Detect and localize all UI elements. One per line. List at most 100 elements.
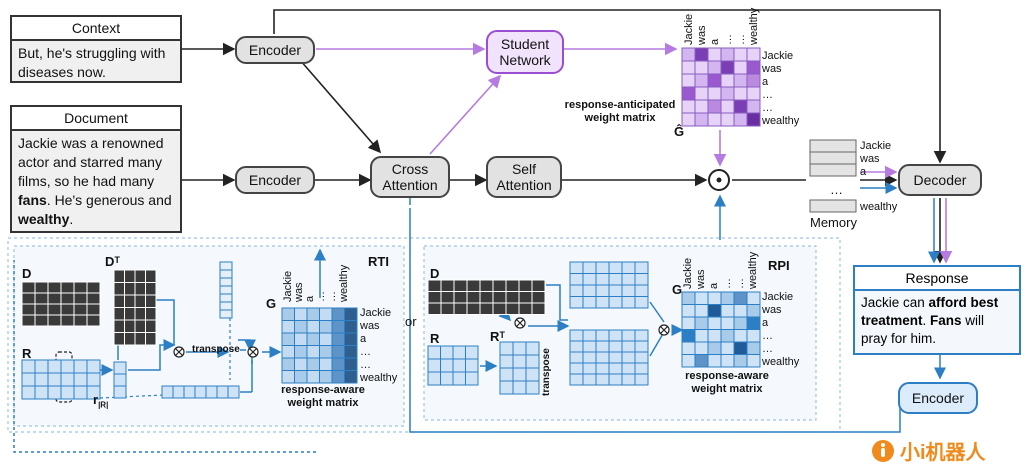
logo-text: 小i机器人 bbox=[900, 442, 986, 464]
rpi-D-matrix-cell bbox=[453, 302, 468, 315]
rti-R-matrix-cell bbox=[86, 372, 101, 387]
rpi-D-matrix-cell bbox=[505, 291, 520, 304]
rti-row-vector-cell bbox=[205, 385, 218, 399]
rti-G-matrix-cell bbox=[331, 332, 345, 346]
memory-word-last: wealthy bbox=[860, 201, 898, 213]
rti-ones-vector-cell bbox=[219, 309, 233, 319]
rpi-RT-matrix-cell bbox=[499, 354, 514, 369]
rti-G-matrix-cell bbox=[331, 307, 345, 321]
rpi-bottom-matrix-cell bbox=[608, 351, 623, 364]
rti-G-matrix-cell bbox=[306, 332, 320, 346]
rpi-bottom-matrix-cell bbox=[569, 362, 584, 375]
rti-DT-matrix-cell bbox=[134, 307, 146, 321]
anticipated-matrix-cell bbox=[707, 99, 722, 114]
rpi-bottom-matrix-cell bbox=[608, 373, 623, 386]
rpi-col-4: … bbox=[734, 278, 746, 289]
rti-DT-matrix-cell bbox=[124, 294, 136, 308]
rpi-top-matrix-cell bbox=[608, 284, 623, 297]
rti-G-matrix-cell bbox=[344, 345, 358, 359]
rti-G-matrix-cell bbox=[294, 332, 308, 346]
rti-row-vector-cell bbox=[172, 385, 185, 399]
rti-r-vector bbox=[113, 361, 127, 399]
rti-G-matrix-cell bbox=[281, 370, 295, 384]
anticipated-matrix-cell bbox=[694, 73, 709, 88]
rti-R-matrix-cell bbox=[21, 359, 36, 374]
rti-DT-matrix-cell bbox=[145, 269, 157, 283]
rpi-bottom-matrix-cell bbox=[582, 362, 597, 375]
rpi-transpose: transpose bbox=[541, 348, 552, 396]
rpi-bottom-matrix-cell bbox=[634, 329, 649, 342]
rti-matrix-label: response-aware weight matrix bbox=[281, 384, 365, 409]
rti-D-matrix-cell bbox=[21, 281, 36, 294]
rti-DT-matrix-cell bbox=[134, 319, 146, 333]
rti-D-matrix-cell bbox=[34, 281, 49, 294]
rpi-G-matrix-cell bbox=[681, 329, 696, 343]
rti-D-matrix-cell bbox=[21, 292, 36, 305]
document-encoder: Encoder bbox=[235, 166, 315, 194]
rpi-R-matrix-cell bbox=[440, 358, 454, 373]
anticipated-matrix-cell bbox=[733, 112, 748, 127]
rpi-top-matrix-cell bbox=[634, 284, 649, 297]
rpi-G-matrix-cell bbox=[681, 354, 696, 368]
rti-G-matrix-cell bbox=[331, 370, 345, 384]
rti-R-matrix-cell bbox=[73, 359, 88, 374]
rpi-bottom-matrix-cell bbox=[582, 340, 597, 353]
rpi-D-matrix-cell bbox=[466, 291, 481, 304]
rpi-col-0: Jackie bbox=[682, 257, 694, 289]
rti-title: RTI bbox=[368, 254, 389, 269]
anticipated-col-0: Jackie bbox=[683, 13, 695, 45]
rpi-R-matrix-cell bbox=[427, 371, 441, 386]
rpi-R-matrix-cell bbox=[452, 345, 466, 360]
rpi-D-matrix-cell bbox=[492, 291, 507, 304]
rpi-D-matrix-cell bbox=[453, 279, 468, 292]
rpi-G-matrix-cell bbox=[681, 316, 696, 330]
rpi-D-matrix-cell bbox=[479, 291, 494, 304]
rpi-top-matrix-cell bbox=[621, 284, 636, 297]
rti-D-matrix-cell bbox=[73, 281, 88, 294]
rpi-D: D bbox=[430, 266, 440, 281]
rpi-bottom-matrix-cell bbox=[608, 340, 623, 353]
rpi-bottom-matrix-cell bbox=[569, 340, 584, 353]
rti-G-matrix-cell bbox=[319, 357, 333, 371]
rti-G-matrix-cell bbox=[281, 357, 295, 371]
rti-row-vector-cell bbox=[161, 385, 174, 399]
rti-R-matrix-cell bbox=[73, 385, 88, 400]
rpi-top-matrix-cell bbox=[569, 296, 584, 309]
rpi-G-matrix-cell bbox=[694, 329, 709, 343]
rti-DT-matrix-cell bbox=[113, 282, 125, 296]
rpi-top-matrix-cell bbox=[595, 273, 610, 286]
rti-G-matrix-cell bbox=[331, 320, 345, 334]
rti-R-matrix-cell bbox=[47, 385, 62, 400]
rpi-bottom-matrix-cell bbox=[634, 340, 649, 353]
rpi-D-matrix-cell bbox=[440, 279, 455, 292]
rpi-top-matrix-cell bbox=[621, 261, 636, 274]
rpi-RT-matrix-cell bbox=[525, 354, 540, 369]
rpi-D-matrix-cell bbox=[427, 291, 442, 304]
rpi-D-matrix-cell bbox=[518, 302, 533, 315]
rpi-RT-matrix-cell bbox=[512, 341, 527, 356]
rpi-bottom-matrix-cell bbox=[634, 351, 649, 364]
anticipated-col-3: … bbox=[722, 34, 734, 45]
rti-R-matrix bbox=[21, 359, 101, 400]
rti-D-matrix-cell bbox=[73, 303, 88, 316]
rti-row-vector-cell bbox=[183, 385, 196, 399]
rti-G-matrix-cell bbox=[344, 357, 358, 371]
rpi-bottom-matrix-cell bbox=[621, 340, 636, 353]
rpi-bottom-matrix-cell bbox=[582, 329, 597, 342]
rpi-D-matrix-cell bbox=[531, 291, 546, 304]
rpi-D-matrix bbox=[427, 279, 546, 315]
rti-D-matrix-cell bbox=[21, 303, 36, 316]
rpi-bottom-matrix-cell bbox=[634, 373, 649, 386]
rti-R-matrix-cell bbox=[60, 385, 75, 400]
rpi-bottom-matrix-cell bbox=[595, 329, 610, 342]
rti-R-matrix-cell bbox=[73, 372, 88, 387]
rti-R: R bbox=[22, 346, 32, 361]
rti-DT-matrix-cell bbox=[124, 269, 136, 283]
rti-DT-matrix-cell bbox=[124, 319, 136, 333]
rpi-D-matrix-cell bbox=[466, 302, 481, 315]
rti-row-vector-cell bbox=[227, 385, 240, 399]
rpi-D-matrix-cell bbox=[505, 279, 520, 292]
rpi-G-matrix-cell bbox=[733, 291, 748, 305]
rpi-top-matrix-cell bbox=[569, 284, 584, 297]
